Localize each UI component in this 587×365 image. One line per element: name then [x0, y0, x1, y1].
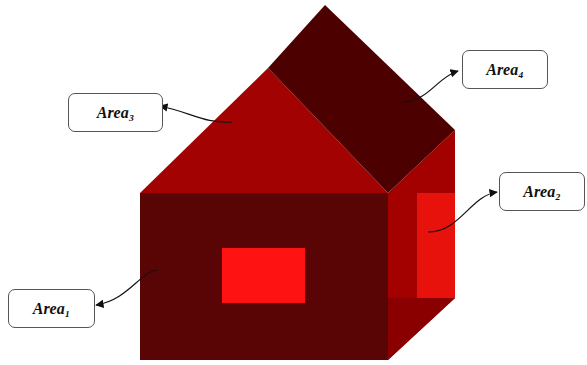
- front-window: [222, 248, 305, 303]
- callout-box: Area₁: [8, 289, 95, 328]
- callout-box: Area₄: [462, 50, 548, 89]
- leader-arrow: [403, 71, 458, 102]
- callout-box: Area₃: [68, 93, 163, 132]
- leader-arrow: [160, 106, 232, 122]
- leader-arrow: [96, 270, 157, 305]
- area-label: Area₂: [523, 183, 561, 201]
- leader-arrow: [428, 192, 497, 232]
- front-wall: [140, 193, 388, 360]
- area-label: Area₁: [33, 300, 71, 318]
- side-wall-shadow: [388, 298, 455, 360]
- side-roof: [268, 5, 455, 193]
- side-window: [417, 193, 455, 298]
- area-label: Area₃: [97, 104, 135, 122]
- area-label: Area₄: [486, 61, 524, 79]
- callout-box: Area₂: [499, 172, 585, 211]
